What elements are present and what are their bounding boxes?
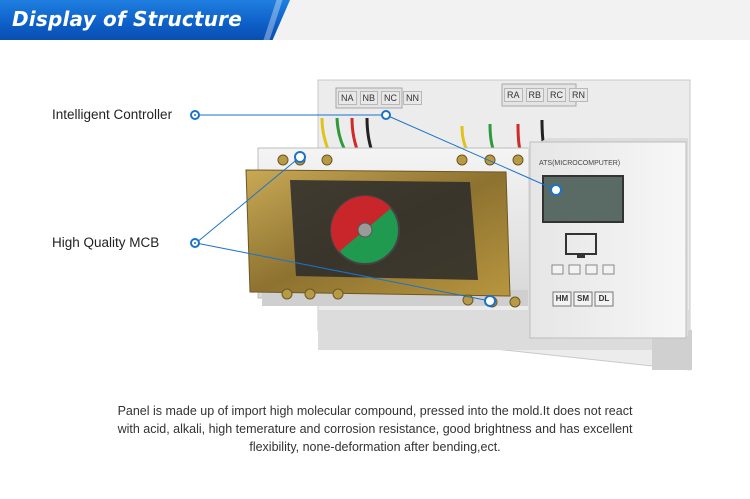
callout-intelligent-controller: Intelligent Controller (52, 107, 173, 122)
controller-keypad (551, 264, 615, 275)
caption-line-3: flexibility, none-deformation after bend… (249, 440, 501, 454)
title-tab (0, 0, 290, 40)
terminal-labels-left: NA NB NC NN (338, 91, 423, 105)
callout-high-quality-mcb: High Quality MCB (52, 235, 160, 250)
callout-dot-controller (190, 110, 200, 120)
callout-dot-mcb (190, 238, 200, 248)
page-title: Display of Structure (12, 7, 242, 31)
description-caption: Panel is made up of import high molecula… (95, 402, 655, 456)
caption-line-1: Panel is made up of import high molecula… (117, 404, 633, 418)
sm-button-label: SM (577, 294, 589, 303)
terminal-rn: RN (569, 88, 589, 102)
caption-line-2: with acid, alkali, high temerature and c… (117, 422, 633, 436)
status-dial (330, 195, 400, 265)
dl-button-label: DL (598, 294, 610, 303)
controller-button-labels: HM SM DL (553, 294, 613, 303)
callout-endpoints (294, 110, 562, 307)
controller-buttons (552, 291, 614, 307)
controller-model-label: ATS(MICROCOMPUTER) (539, 160, 621, 167)
terminal-labels-right: RA RB RC RN (504, 88, 589, 102)
hm-button-label: HM (555, 294, 569, 303)
terminal-nb: NB (359, 91, 379, 105)
terminal-rb: RB (525, 88, 545, 102)
header-banner: Display of Structure (0, 0, 750, 40)
callout-leaders (195, 114, 557, 302)
controller-unit (528, 138, 688, 339)
terminal-ra: RA (504, 88, 523, 102)
terminal-nc: NC (381, 91, 401, 105)
terminal-nn: NN (403, 91, 423, 105)
terminal-na: NA (338, 91, 357, 105)
terminal-rc: RC (547, 88, 567, 102)
